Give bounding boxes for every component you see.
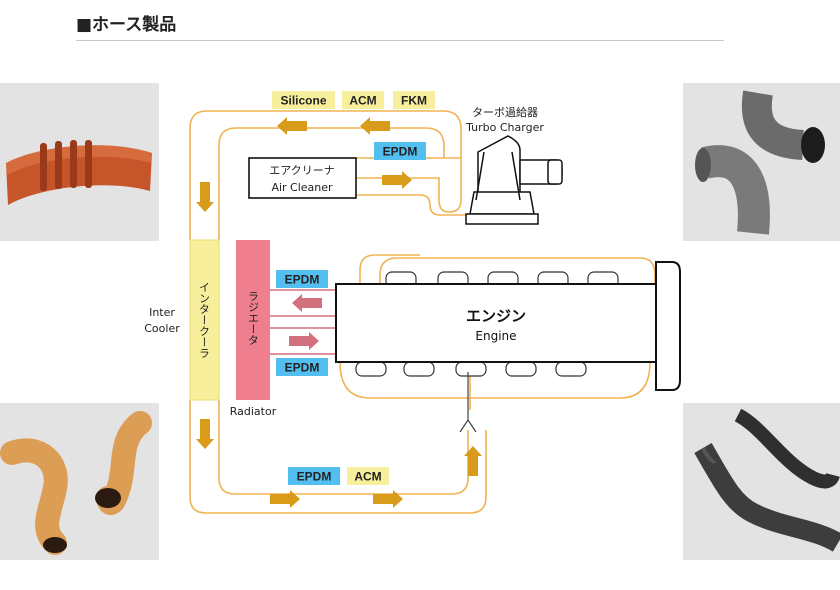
radiator-label-en: Radiator [230,405,277,418]
intercooler-bar [189,239,220,401]
tag-epdm-air-cleaner: EPDM [374,142,426,160]
intercooler-label-en-1: Inter [149,306,175,319]
svg-text:FKM: FKM [401,94,427,108]
air-cleaner-box [248,157,357,199]
pipe-air-cleaner-inner [356,194,470,216]
engine-label-en: Engine [475,329,516,343]
pipe-bottom-loop-inner [218,400,469,495]
flow-arrow-bottom-1 [270,490,300,508]
pipe-bottom-loop-outer [189,400,487,514]
pipe-top-loop-outer [189,110,462,240]
intercooler-label-en-2: Cooler [144,322,180,335]
svg-text:EPDM: EPDM [285,361,320,375]
flow-arrow-left-down-2 [196,419,214,449]
photo-gray-elbow-hoses [683,83,840,241]
flow-arrow-left-down-1 [196,182,214,212]
flywheel [655,261,681,391]
page-heading: ■ホース製品 [76,15,177,35]
tag-acm-top: ACM [342,91,384,109]
air-cleaner-label-en: Air Cleaner [271,181,333,194]
photo-orange-corrugated-hose [0,83,159,241]
flow-arrow-air-cleaner [382,171,412,189]
radiator-label-ja: ラジエータ [247,291,260,346]
tag-acm-bottom: ACM [347,467,389,485]
pipe-engine-lower [339,361,651,399]
turbo-label-ja: ターボ過給器 [472,105,538,119]
tag-epdm-radiator-top: EPDM [276,270,328,288]
turbo-label-en: Turbo Charger [465,121,544,134]
tag-epdm-bottom: EPDM [288,467,340,485]
svg-text:Silicone: Silicone [280,94,326,108]
pipe-air-cleaner-outer [356,157,462,213]
svg-text:ACM: ACM [349,94,376,108]
heading-divider [76,40,724,41]
svg-text:ACM: ACM [354,470,381,484]
engine-label-ja: エンジン [466,307,526,325]
tag-fkm: FKM [393,91,435,109]
pipe-top-loop-inner [218,127,445,240]
flow-arrow-top-1 [277,117,307,135]
tag-silicone: Silicone [272,91,335,109]
flow-arrow-bottom-2 [373,490,403,508]
turbo-charger [465,135,563,225]
svg-text:EPDM: EPDM [297,470,332,484]
flow-arrow-top-2 [360,117,390,135]
photo-black-coolant-hoses [683,403,840,560]
air-cleaner-label-ja: エアクリーナ [269,164,334,177]
engine-block [335,283,657,363]
coolant-arrow-to-radiator [292,294,322,312]
tag-epdm-radiator-bottom: EPDM [276,358,328,376]
svg-text:EPDM: EPDM [285,273,320,287]
svg-text:EPDM: EPDM [383,145,418,159]
pipe-engine-upper [379,257,656,284]
flow-arrow-right-up [464,446,482,476]
photo-tan-bent-hoses [0,403,159,560]
intercooler-label-ja: インタークーラ [198,282,211,359]
coolant-arrow-to-engine [289,332,319,350]
radiator-bar [236,240,270,400]
